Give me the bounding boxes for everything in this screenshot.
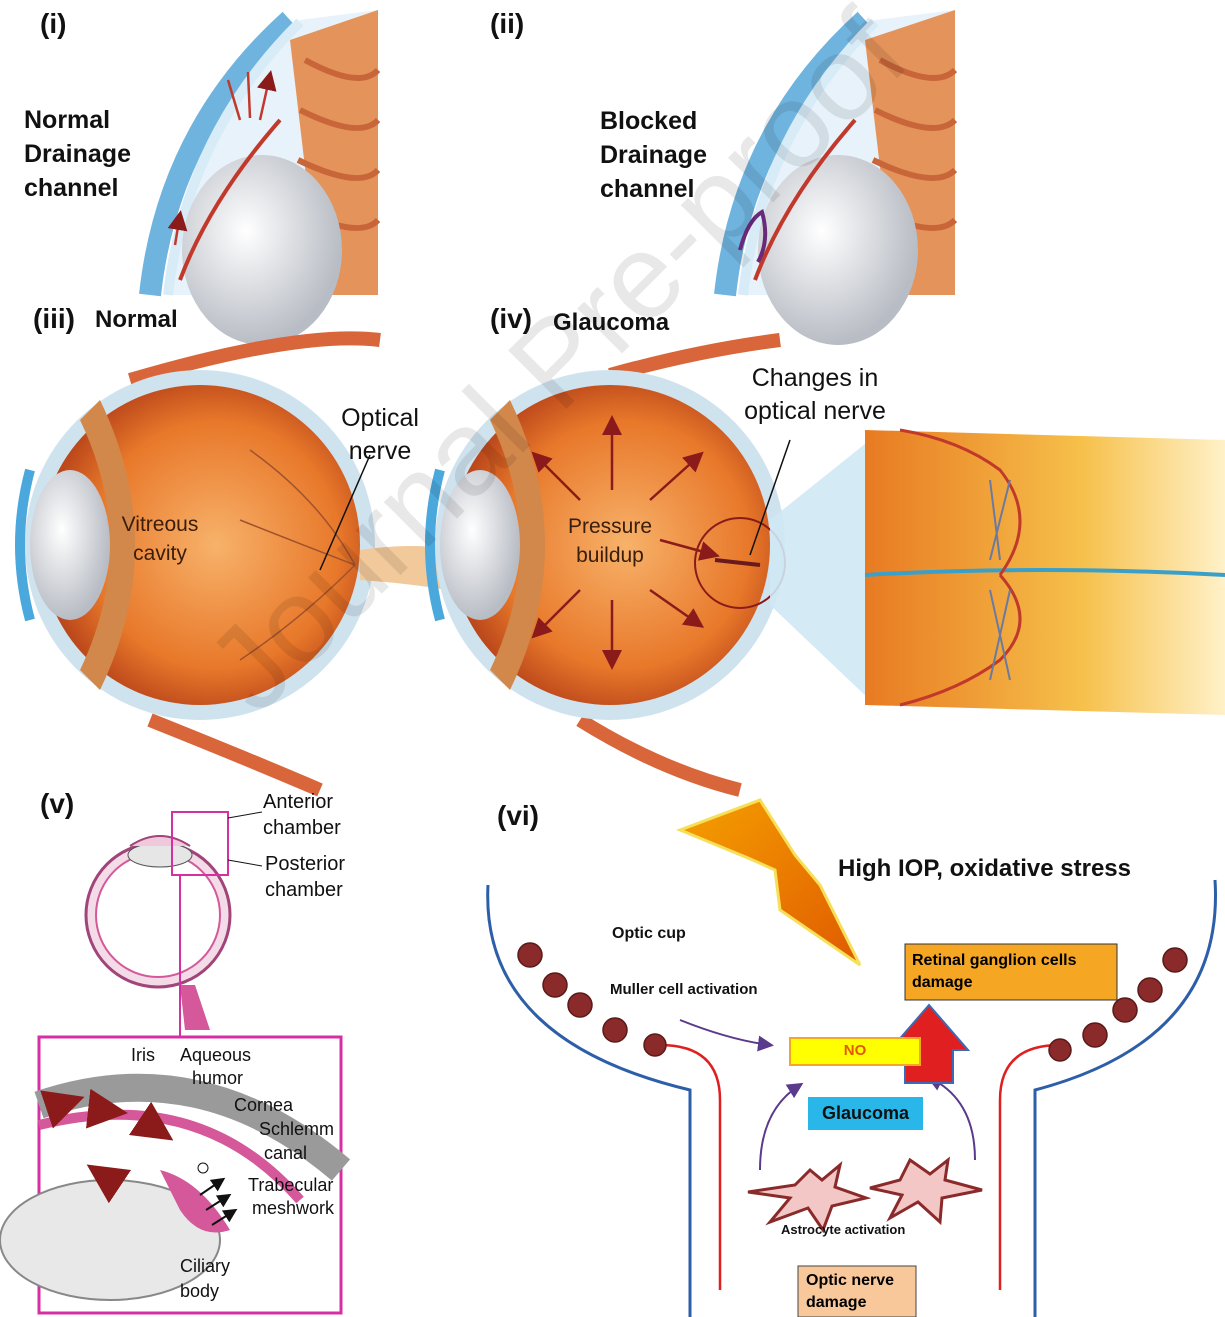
muller-label: Muller cell activation [610, 981, 758, 998]
vitreous-label-1: Vitreous [110, 510, 210, 539]
normal-drainage-label-3: channel [24, 171, 118, 205]
pressure-label-2: buildup [555, 541, 665, 570]
normal-drainage-label-1: Normal [24, 103, 110, 137]
panel-tag-vi: (vi) [497, 800, 539, 832]
ciliary-label-1: Ciliary [180, 1254, 230, 1279]
iris-label: Iris [131, 1043, 155, 1068]
pressure-label-1: Pressure [555, 512, 665, 541]
optical-nerve-label-2: nerve [330, 435, 430, 468]
rgc-label-1: Retinal ganglion cells [912, 950, 1076, 972]
high-iop-label: High IOP, oxidative stress [838, 855, 1131, 883]
onh-label-2: damage [806, 1292, 866, 1314]
panel-tag-iv: (iv) [490, 303, 532, 335]
trabecular-label-1: Trabecular [248, 1173, 333, 1198]
aqueous-label-2: humor [192, 1066, 243, 1091]
panel-tag-ii: (ii) [490, 8, 524, 40]
panel-tag-iii: (iii) [33, 303, 75, 335]
changes-label-1: Changes in [725, 362, 905, 395]
anterior-label-2: chamber [263, 816, 341, 841]
astrocyte-label: Astrocyte activation [781, 1222, 905, 1237]
trabecular-label-2: meshwork [252, 1196, 334, 1221]
aqueous-label-1: Aqueous [180, 1043, 251, 1068]
blocked-drainage-label-1: Blocked [600, 104, 697, 138]
optic-cup-label: Optic cup [612, 925, 686, 943]
glaucoma-title: Glaucoma [553, 309, 669, 337]
normal-drainage-label-2: Drainage [24, 137, 131, 171]
vitreous-label-2: cavity [110, 539, 210, 568]
normal-title: Normal [95, 306, 178, 334]
anterior-label-1: Anterior [263, 790, 333, 815]
optical-nerve-label-1: Optical [330, 402, 430, 435]
panel-i-drainage-illustration [150, 10, 378, 345]
panel-tag-v: (v) [40, 788, 74, 820]
ciliary-label-2: body [180, 1279, 219, 1304]
changes-label-2: optical nerve [725, 395, 905, 428]
posterior-label-1: Posterior [265, 852, 345, 877]
schlemm-label-1: Schlemm [259, 1117, 334, 1142]
blocked-drainage-label-3: channel [600, 172, 694, 206]
no-label: NO [790, 1042, 920, 1059]
posterior-label-2: chamber [265, 878, 343, 903]
onh-label-1: Optic nerve [806, 1270, 894, 1292]
panel-tag-i: (i) [40, 8, 66, 40]
schlemm-label-2: canal [264, 1141, 307, 1166]
rgc-label-2: damage [912, 972, 972, 994]
cornea-label: Cornea [234, 1093, 293, 1118]
glaucoma-box-label: Glaucoma [808, 1103, 923, 1124]
blocked-drainage-label-2: Drainage [600, 138, 707, 172]
